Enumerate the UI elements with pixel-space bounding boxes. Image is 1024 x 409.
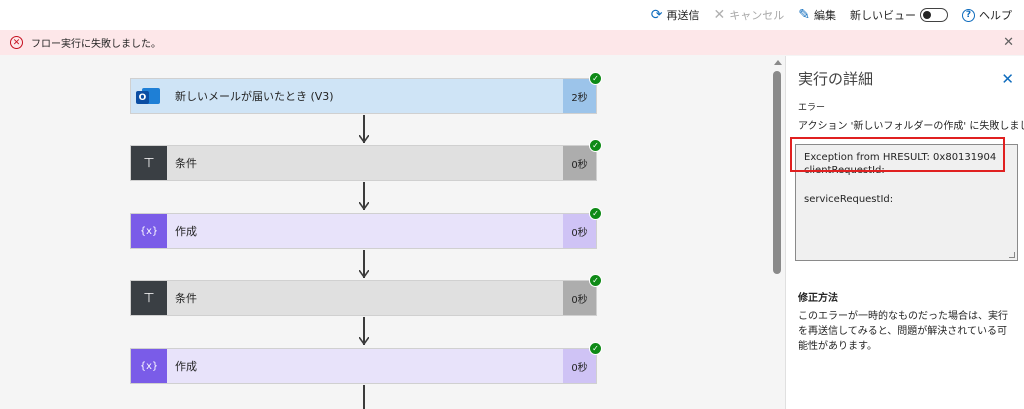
flow-step-condition[interactable]: ⊤ 条件 0秒 ✓ xyxy=(130,274,602,316)
connector-arrow xyxy=(363,385,365,409)
success-check-icon: ✓ xyxy=(589,274,602,287)
arrow-head-icon xyxy=(359,135,369,143)
step-label: 作成 xyxy=(175,360,197,373)
new-view-label: 新しいビュー xyxy=(850,9,916,22)
connector-arrow xyxy=(363,317,365,345)
fix-text: このエラーが一時的なものだった場合は、実行を再送信してみると、問題が解決されてい… xyxy=(798,311,1008,352)
scroll-thumb[interactable] xyxy=(773,71,781,274)
cancel-button[interactable]: ✕ キャンセル xyxy=(714,7,785,23)
edit-label: 編集 xyxy=(814,9,836,22)
edit-button[interactable]: ✎ 編集 xyxy=(798,7,836,23)
toggle-switch[interactable] xyxy=(920,8,948,22)
success-check-icon: ✓ xyxy=(589,207,602,220)
flow-step-trigger[interactable]: O 新しいメールが届いたとき (V3) 2秒 ✓ xyxy=(130,72,602,114)
flow-step-compose[interactable]: {x} 作成 0秒 ✓ xyxy=(130,342,602,384)
close-icon: ✕ xyxy=(713,7,726,23)
refresh-icon: ⟳ xyxy=(650,7,663,23)
step-duration: 0秒 xyxy=(563,281,596,315)
help-button[interactable]: ? ヘルプ xyxy=(962,7,1012,23)
step-duration: 0秒 xyxy=(563,214,596,248)
cancel-label: キャンセル xyxy=(729,9,785,22)
success-check-icon: ✓ xyxy=(589,72,602,85)
command-bar: ⟳ 再送信 ✕ キャンセル ✎ 編集 新しいビュー ? ヘルプ xyxy=(0,0,1024,30)
compose-icon: {x} xyxy=(131,214,167,248)
help-icon: ? xyxy=(962,8,975,22)
panel-close-icon[interactable]: ✕ xyxy=(1001,70,1014,88)
error-detail-service-id: serviceRequestId: xyxy=(804,194,894,205)
error-label: エラー xyxy=(798,103,826,113)
success-check-icon: ✓ xyxy=(589,342,602,355)
compose-icon: {x} xyxy=(131,349,167,383)
error-banner: ✕ フロー実行に失敗しました。 ✕ xyxy=(0,30,1024,55)
resubmit-label: 再送信 xyxy=(666,9,700,22)
success-check-icon: ✓ xyxy=(589,139,602,152)
arrow-head-icon xyxy=(359,337,369,345)
condition-icon: ⊤ xyxy=(131,146,167,180)
pencil-icon: ✎ xyxy=(798,7,810,23)
step-label: 条件 xyxy=(175,292,197,305)
canvas-scrollbar[interactable] xyxy=(771,56,784,409)
help-label: ヘルプ xyxy=(979,9,1012,22)
flow-canvas[interactable]: O 新しいメールが届いたとき (V3) 2秒 ✓ ⊤ 条件 0秒 ✓ {x} 作… xyxy=(0,56,768,409)
arrow-head-icon xyxy=(359,270,369,278)
flow-step-compose[interactable]: {x} 作成 0秒 ✓ xyxy=(130,207,602,249)
fix-title: 修正方法 xyxy=(798,293,838,304)
step-label: 条件 xyxy=(175,157,197,170)
error-message: アクション '新しいフォルダーの作成' に失敗しました xyxy=(798,121,1024,132)
flow-step-condition[interactable]: ⊤ 条件 0秒 ✓ xyxy=(130,139,602,181)
banner-close-icon[interactable]: ✕ xyxy=(1003,35,1014,50)
connector-arrow xyxy=(363,250,365,278)
step-label: 作成 xyxy=(175,225,197,238)
new-view-toggle[interactable]: 新しいビュー xyxy=(850,7,948,23)
run-details-panel: 実行の詳細 ✕ エラー アクション '新しいフォルダーの作成' に失敗しました … xyxy=(785,56,1024,409)
step-duration: 2秒 xyxy=(563,79,596,113)
resize-grip[interactable] xyxy=(1009,252,1015,258)
highlight-annotation xyxy=(790,137,1005,172)
connector-arrow xyxy=(363,115,365,143)
step-label: 新しいメールが届いたとき (V3) xyxy=(175,90,334,103)
outlook-icon: O xyxy=(131,79,167,113)
step-duration: 0秒 xyxy=(563,146,596,180)
error-detail-exception: Exception from HRESULT: 0x80131904 xyxy=(804,152,997,163)
panel-title: 実行の詳細 xyxy=(798,70,874,88)
error-circle-icon: ✕ xyxy=(10,36,23,49)
toggle-knob xyxy=(923,10,931,19)
step-duration: 0秒 xyxy=(563,349,596,383)
connector-arrow xyxy=(363,182,365,210)
banner-message: フロー実行に失敗しました。 xyxy=(31,39,161,50)
scroll-up-icon[interactable] xyxy=(774,60,782,65)
condition-icon: ⊤ xyxy=(131,281,167,315)
arrow-head-icon xyxy=(359,202,369,210)
resubmit-button[interactable]: ⟳ 再送信 xyxy=(651,7,700,23)
